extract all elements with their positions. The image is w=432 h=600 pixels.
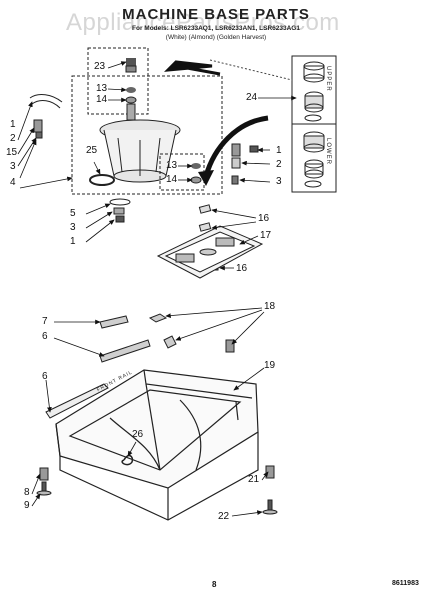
gear-label-upper: UPPER <box>325 66 331 92</box>
shaft-callout-box <box>87 47 149 115</box>
callout-2-right: 2 <box>276 159 282 170</box>
coupling-23 <box>126 58 136 66</box>
front-rail <box>45 383 109 419</box>
callout-14-upper: 14 <box>96 94 108 105</box>
callout-4: 4 <box>10 177 16 188</box>
callout-3-center: 3 <box>70 222 76 233</box>
callout-5: 5 <box>70 208 76 219</box>
machine-base-19 <box>55 369 259 521</box>
gear-kit-panel <box>291 55 337 193</box>
clamp-assembly-right <box>231 143 259 185</box>
callout-19: 19 <box>264 360 276 371</box>
watermark-text: AppliancePartsPros.com <box>66 9 340 36</box>
big-arrow-upper <box>164 60 221 76</box>
callout-3-left: 3 <box>10 161 16 172</box>
callout-23: 23 <box>94 61 106 72</box>
hose-assembly-left <box>29 94 63 139</box>
callout-25: 25 <box>86 145 98 156</box>
callout-18: 18 <box>264 301 276 312</box>
leader-lines <box>17 61 297 517</box>
callout-26: 26 <box>132 429 144 440</box>
callout-2-left: 2 <box>10 133 16 144</box>
page-title: MACHINE BASE PARTS <box>122 6 310 23</box>
tub-support-17 <box>156 225 264 279</box>
curved-arrow <box>203 115 269 177</box>
callout-16-upper: 16 <box>258 213 270 224</box>
callout-17: 17 <box>260 230 272 241</box>
drive-ring-25 <box>89 174 115 186</box>
callout-24: 24 <box>246 92 258 103</box>
gearcase-box <box>71 75 223 195</box>
callout-8: 8 <box>24 487 30 498</box>
callout-1-left: 1 <box>10 119 16 130</box>
callout-6-lower: 6 <box>42 371 48 382</box>
brackets-7-6 <box>99 315 151 363</box>
callout-7: 7 <box>42 316 48 327</box>
page-number: 8 <box>212 580 217 589</box>
callout-15: 15 <box>6 147 18 158</box>
callout-21: 21 <box>248 474 260 485</box>
callout-13-upper: 13 <box>96 83 108 94</box>
bracket-parts-18 <box>148 313 235 353</box>
callout-3-right: 3 <box>276 176 282 187</box>
leveling-leg-left <box>36 467 52 496</box>
callout-16-lower: 16 <box>236 263 248 274</box>
callout-6-upper: 6 <box>42 331 48 342</box>
document-code: 8611983 <box>392 580 419 587</box>
callout-22: 22 <box>218 511 230 522</box>
mount-parts <box>109 198 131 223</box>
leveling-leg-right <box>262 465 278 515</box>
callout-1-center: 1 <box>70 236 76 247</box>
color-variants: (White) (Almond) (Golden Harvest) <box>165 34 267 41</box>
gear-label-lower: LOWER <box>325 138 331 166</box>
transmission <box>99 103 181 183</box>
callout-9: 9 <box>24 500 30 511</box>
callout-14-lower: 14 <box>166 174 178 185</box>
model-list: For Models: LSR6233AQ1, LSR6233AN1, LSR6… <box>132 25 300 32</box>
callout-13-lower: 13 <box>166 160 178 171</box>
callout-1-right: 1 <box>276 145 282 156</box>
